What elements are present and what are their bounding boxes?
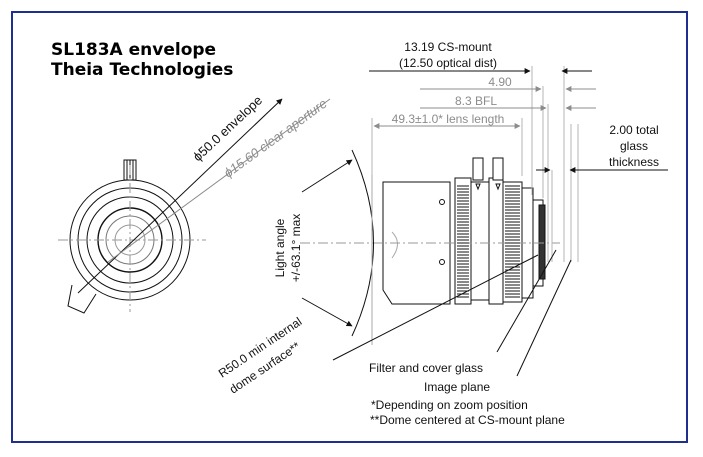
zoom-footnote: *Depending on zoom position bbox=[371, 398, 528, 412]
filter-cover-label: Filter and cover glass bbox=[369, 361, 483, 375]
drawing-title: SL183A envelope bbox=[51, 40, 217, 60]
lens-length-label: 49.3±1.0* lens length bbox=[392, 112, 505, 126]
glass-thickness-label: thickness bbox=[609, 155, 659, 169]
dome-indicator bbox=[301, 120, 539, 361]
front-lever bbox=[67, 284, 97, 314]
filter-leader bbox=[496, 249, 557, 353]
dome-leader bbox=[332, 254, 539, 361]
front-view bbox=[58, 98, 331, 314]
dimension-lines bbox=[369, 68, 668, 377]
ring-knurling bbox=[457, 185, 520, 298]
extension-lines bbox=[371, 66, 579, 262]
image-plane-label: Image plane bbox=[424, 380, 490, 394]
light-angle-value: +/-63.1° max bbox=[289, 214, 303, 283]
side-view bbox=[300, 157, 560, 305]
optical-dist-label: (12.50 optical dist) bbox=[399, 56, 497, 70]
aperture-leader bbox=[107, 98, 331, 263]
drawing-subtitle: Theia Technologies bbox=[51, 60, 234, 80]
zoom-ring bbox=[502, 181, 523, 303]
light-angle-label: Light angle bbox=[273, 218, 287, 277]
glass-total-label: 2.00 total bbox=[609, 123, 658, 137]
cs-mount-label: 13.19 CS-mount bbox=[404, 40, 492, 54]
bfl-label: 8.3 BFL bbox=[455, 94, 497, 108]
zoom-knob bbox=[472, 157, 484, 181]
d490-label: 4.90 bbox=[488, 75, 512, 89]
envelope-leader bbox=[77, 98, 283, 294]
drawing-frame bbox=[11, 11, 688, 443]
image-plane-leader bbox=[516, 259, 572, 377]
dome-footnote: **Dome centered at CS-mount plane bbox=[370, 413, 565, 427]
glass-glass-label: glass bbox=[620, 139, 648, 153]
light-angle-arc bbox=[351, 149, 374, 337]
focus-knob bbox=[492, 157, 504, 181]
